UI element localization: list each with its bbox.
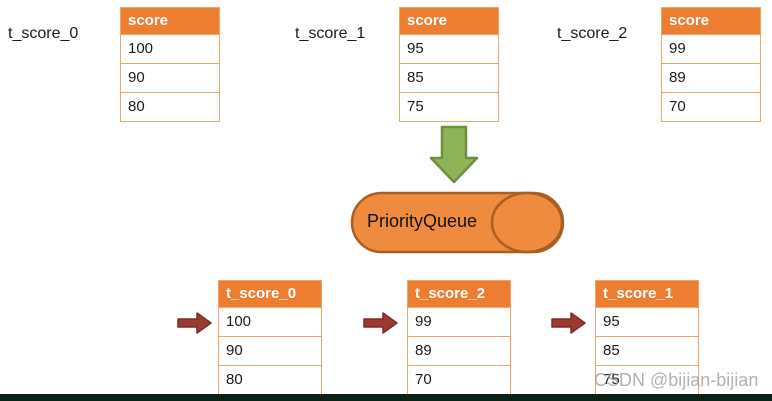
table-cell: 85 xyxy=(400,64,498,93)
top-table-1-header: score xyxy=(400,8,498,35)
top-table-1-label: t_score_1 xyxy=(295,25,366,42)
table-cell: 99 xyxy=(408,308,510,337)
right-arrow-icon xyxy=(551,312,586,334)
table-cell: 95 xyxy=(400,35,498,64)
top-table-0-label: t_score_0 xyxy=(8,25,79,42)
table-cell: 85 xyxy=(596,337,698,366)
csdn-watermark: CSDN @bijian-bijian xyxy=(594,370,759,390)
top-table-1: score 95 85 75 xyxy=(399,7,499,122)
table-cell: 100 xyxy=(219,308,321,337)
table-cell: 90 xyxy=(219,337,321,366)
table-cell: 75 xyxy=(596,366,698,394)
table-cell: 75 xyxy=(400,93,498,121)
table-cell: 80 xyxy=(121,93,219,121)
bottom-table-1-header: t_score_2 xyxy=(408,281,510,308)
top-table-2-header: score xyxy=(662,8,760,35)
bottom-table-2-header: t_score_1 xyxy=(596,281,698,308)
table-cell: 89 xyxy=(408,337,510,366)
bottom-bar xyxy=(0,394,772,401)
table-cell: 70 xyxy=(662,93,760,121)
top-table-0: score 100 90 80 xyxy=(120,7,220,122)
table-cell: 70 xyxy=(408,366,510,394)
top-table-2-label: t_score_2 xyxy=(557,25,628,42)
down-arrow-icon xyxy=(429,125,479,184)
table-cell: 80 xyxy=(219,366,321,394)
table-cell: 95 xyxy=(596,308,698,337)
priority-queue-label: PriorityQueue xyxy=(367,211,478,231)
top-table-2: score 99 89 70 xyxy=(661,7,761,122)
bottom-table-0: t_score_0 100 90 80 xyxy=(218,280,322,395)
bottom-table-2: t_score_1 95 85 75 xyxy=(595,280,699,395)
bottom-table-0-header: t_score_0 xyxy=(219,281,321,308)
table-cell: 89 xyxy=(662,64,760,93)
right-arrow-icon xyxy=(363,312,398,334)
priority-queue-cylinder xyxy=(350,191,565,254)
table-cell: 90 xyxy=(121,64,219,93)
table-cell: 99 xyxy=(662,35,760,64)
right-arrow-icon xyxy=(177,312,212,334)
top-table-0-header: score xyxy=(121,8,219,35)
bottom-table-1: t_score_2 99 89 70 xyxy=(407,280,511,395)
table-cell: 100 xyxy=(121,35,219,64)
